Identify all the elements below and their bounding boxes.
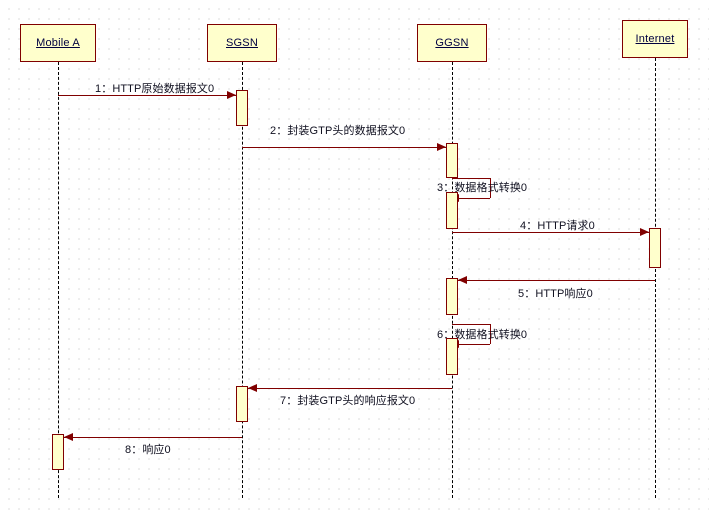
message-line-8 — [64, 437, 242, 438]
participant-box-internet[interactable]: Internet — [622, 20, 688, 58]
participant-box-ggsn[interactable]: GGSN — [417, 24, 487, 62]
activation-bar-act-sgsn-1 — [236, 90, 248, 126]
lifeline-internet — [655, 58, 656, 498]
message-label-4: 4：HTTP请求0 — [520, 220, 595, 232]
participant-label: Mobile A — [36, 37, 80, 49]
message-label-6: 6：数据格式转换0 — [437, 329, 528, 341]
self-message-side-6 — [490, 324, 491, 344]
activation-bar-act-mobile-1 — [52, 434, 64, 470]
activation-bar-act-ggsn-4 — [446, 338, 458, 375]
arrow-head-1 — [227, 91, 236, 99]
message-label-3: 3：数据格式转换0 — [437, 182, 528, 194]
participant-label: SGSN — [226, 37, 258, 49]
self-message-bottom-3 — [458, 198, 490, 199]
self-message-side-3 — [490, 178, 491, 198]
activation-bar-act-internet-1 — [649, 228, 661, 268]
message-label-1: 1：HTTP原始数据报文0 — [95, 83, 215, 95]
message-label-5: 5：HTTP响应0 — [518, 288, 593, 300]
message-line-4 — [452, 232, 649, 233]
activation-bar-act-sgsn-2 — [236, 386, 248, 422]
self-message-top-6 — [452, 324, 490, 325]
message-line-5 — [458, 280, 655, 281]
lifeline-mobile-a — [58, 62, 59, 498]
lifeline-sgsn — [242, 62, 243, 498]
arrow-head-7 — [248, 384, 257, 392]
participant-box-sgsn[interactable]: SGSN — [207, 24, 277, 62]
message-label-8: 8：响应0 — [125, 444, 171, 456]
arrow-head-4 — [640, 228, 649, 236]
arrow-head-2 — [437, 143, 446, 151]
message-label-7: 7：封装GTP头的响应报文0 — [280, 395, 416, 407]
message-line-2 — [242, 147, 446, 148]
message-label-2: 2：封装GTP头的数据报文0 — [270, 125, 406, 137]
arrow-head-8 — [64, 433, 73, 441]
message-line-1 — [58, 95, 236, 96]
arrow-head-5 — [458, 276, 467, 284]
self-message-bottom-6 — [458, 344, 490, 345]
participant-label: Internet — [635, 33, 675, 45]
message-line-7 — [248, 388, 452, 389]
participant-box-mobile-a[interactable]: Mobile A — [20, 24, 96, 62]
activation-bar-act-ggsn-3 — [446, 278, 458, 315]
self-message-top-3 — [452, 178, 490, 179]
activation-bar-act-ggsn-2 — [446, 192, 458, 229]
participant-label: GGSN — [435, 37, 469, 49]
activation-bar-act-ggsn-1 — [446, 143, 458, 178]
